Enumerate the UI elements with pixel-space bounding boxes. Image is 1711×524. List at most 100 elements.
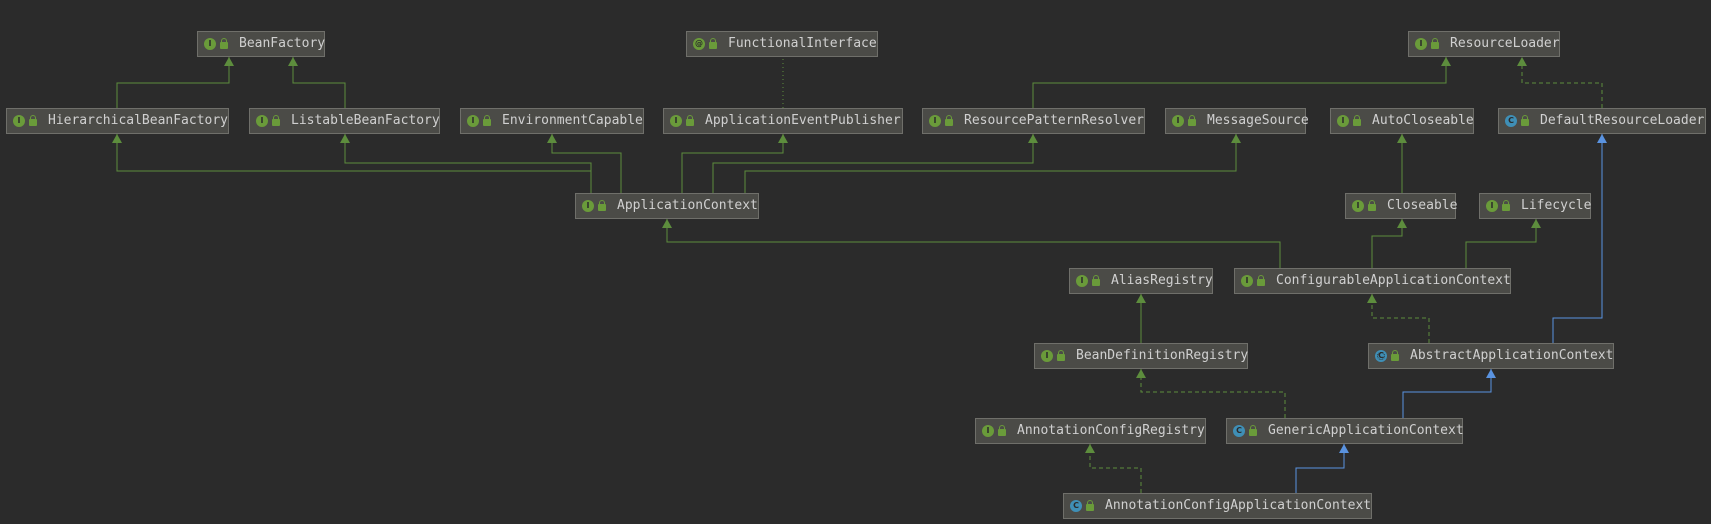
edge-application-context-to-message-source <box>744 134 1237 193</box>
arrowhead-auto-closeable <box>1397 134 1407 143</box>
node-label: EnvironmentCapable <box>502 113 643 128</box>
node-closeable[interactable]: I Closeable <box>1345 193 1458 219</box>
edge-generic-application-context-to-abstract-application-context <box>1402 369 1492 418</box>
interface-icon: I <box>1241 275 1253 287</box>
edge-annotation-config-application-context-to-generic-application-context <box>1295 444 1345 493</box>
edge-annotation-config-application-context-to-annotation-config-registry <box>1089 444 1142 493</box>
arrowhead-hierarchical-bean-factory <box>112 134 122 143</box>
node-label: ApplicationEventPublisher <box>705 113 901 128</box>
node-annotation-config-registry[interactable]: I AnnotationConfigRegistry <box>975 418 1206 444</box>
arrowhead-bean-factory <box>288 57 298 66</box>
node-label: ListableBeanFactory <box>291 113 440 128</box>
node-resource-loader[interactable]: I ResourceLoader <box>1408 31 1560 57</box>
node-default-resource-loader[interactable]: C DefaultResourceLoader <box>1498 108 1706 134</box>
node-configurable-application-context[interactable]: I ConfigurableApplicationContext <box>1234 268 1511 294</box>
class-icon: C <box>1505 115 1517 127</box>
class-icon: C <box>1070 500 1082 512</box>
arrowhead-default-resource-loader <box>1597 134 1607 143</box>
public-lock-icon <box>1521 115 1529 126</box>
public-lock-icon <box>598 200 606 211</box>
node-label: ResourceLoader <box>1450 36 1560 51</box>
interface-icon: I <box>13 115 25 127</box>
public-lock-icon <box>1092 275 1100 286</box>
interface-icon: I <box>1415 38 1427 50</box>
public-lock-icon <box>220 38 228 49</box>
arrowhead-bean-factory <box>224 57 234 66</box>
node-label: AbstractApplicationContext <box>1410 348 1614 363</box>
interface-icon: I <box>670 115 682 127</box>
arrowhead-bean-definition-registry <box>1136 369 1146 378</box>
interface-icon: I <box>204 38 216 50</box>
node-annotation-config-application-context[interactable]: C AnnotationConfigApplicationContext <box>1063 493 1372 519</box>
interface-icon: I <box>982 425 994 437</box>
class-icon: C <box>1233 425 1245 437</box>
arrowhead-alias-registry <box>1136 294 1146 303</box>
node-label: AnnotationConfigRegistry <box>1017 423 1205 438</box>
interface-icon: I <box>1486 200 1498 212</box>
node-auto-closeable[interactable]: I AutoCloseable <box>1330 108 1474 134</box>
edge-configurable-application-context-to-lifecycle <box>1465 219 1537 268</box>
edge-application-context-to-application-event-publisher <box>681 134 784 193</box>
node-label: ResourcePatternResolver <box>964 113 1145 128</box>
arrowhead-resource-loader <box>1517 57 1527 66</box>
node-label: DefaultResourceLoader <box>1540 113 1705 128</box>
public-lock-icon <box>272 115 280 126</box>
public-lock-icon <box>1249 425 1257 436</box>
public-lock-icon <box>945 115 953 126</box>
interface-icon: I <box>1172 115 1184 127</box>
arrowhead-environment-capable <box>547 134 557 143</box>
node-abstract-application-context[interactable]: C AbstractApplicationContext <box>1368 343 1614 369</box>
public-lock-icon <box>1368 200 1376 211</box>
edge-generic-application-context-to-bean-definition-registry <box>1140 369 1286 418</box>
public-lock-icon <box>1086 500 1094 511</box>
node-label: Closeable <box>1387 198 1458 213</box>
node-label: Lifecycle <box>1521 198 1592 213</box>
abstract-icon: C <box>1375 350 1387 362</box>
interface-icon: I <box>1352 200 1364 212</box>
node-alias-registry[interactable]: I AliasRegistry <box>1069 268 1213 294</box>
node-label: AutoCloseable <box>1372 113 1474 128</box>
interface-icon: I <box>1076 275 1088 287</box>
node-label: GenericApplicationContext <box>1268 423 1464 438</box>
node-label: AliasRegistry <box>1111 273 1213 288</box>
arrowhead-application-event-publisher <box>778 134 788 143</box>
node-label: AnnotationConfigApplicationContext <box>1105 498 1372 513</box>
edge-configurable-application-context-to-application-context <box>666 219 1281 268</box>
node-label: ApplicationContext <box>617 198 758 213</box>
public-lock-icon <box>1431 38 1439 49</box>
arrowhead-resource-pattern-resolver <box>1028 134 1038 143</box>
public-lock-icon <box>1502 200 1510 211</box>
edge-hierarchical-bean-factory-to-bean-factory <box>116 57 230 108</box>
node-application-event-publisher[interactable]: I ApplicationEventPublisher <box>663 108 903 134</box>
arrowhead-listable-bean-factory <box>340 134 350 143</box>
node-lifecycle[interactable]: I Lifecycle <box>1479 193 1591 219</box>
public-lock-icon <box>686 115 694 126</box>
node-functional-interface[interactable]: @FunctionalInterface <box>686 31 878 57</box>
arrowhead-closeable <box>1397 219 1407 228</box>
public-lock-icon <box>709 38 717 49</box>
node-generic-application-context[interactable]: C GenericApplicationContext <box>1226 418 1464 444</box>
arrowhead-message-source <box>1231 134 1241 143</box>
public-lock-icon <box>1188 115 1196 126</box>
interface-icon: I <box>1337 115 1349 127</box>
public-lock-icon <box>1057 350 1065 361</box>
node-label: ConfigurableApplicationContext <box>1276 273 1511 288</box>
node-label: BeanDefinitionRegistry <box>1076 348 1249 363</box>
public-lock-icon <box>29 115 37 126</box>
edge-abstract-application-context-to-default-resource-loader <box>1552 134 1603 343</box>
public-lock-icon <box>1353 115 1361 126</box>
arrowhead-abstract-application-context <box>1486 369 1496 378</box>
arrowhead-lifecycle <box>1531 219 1541 228</box>
edge-resource-pattern-resolver-to-resource-loader <box>1032 57 1447 108</box>
public-lock-icon <box>1257 275 1265 286</box>
annotation-icon: @ <box>693 38 705 50</box>
